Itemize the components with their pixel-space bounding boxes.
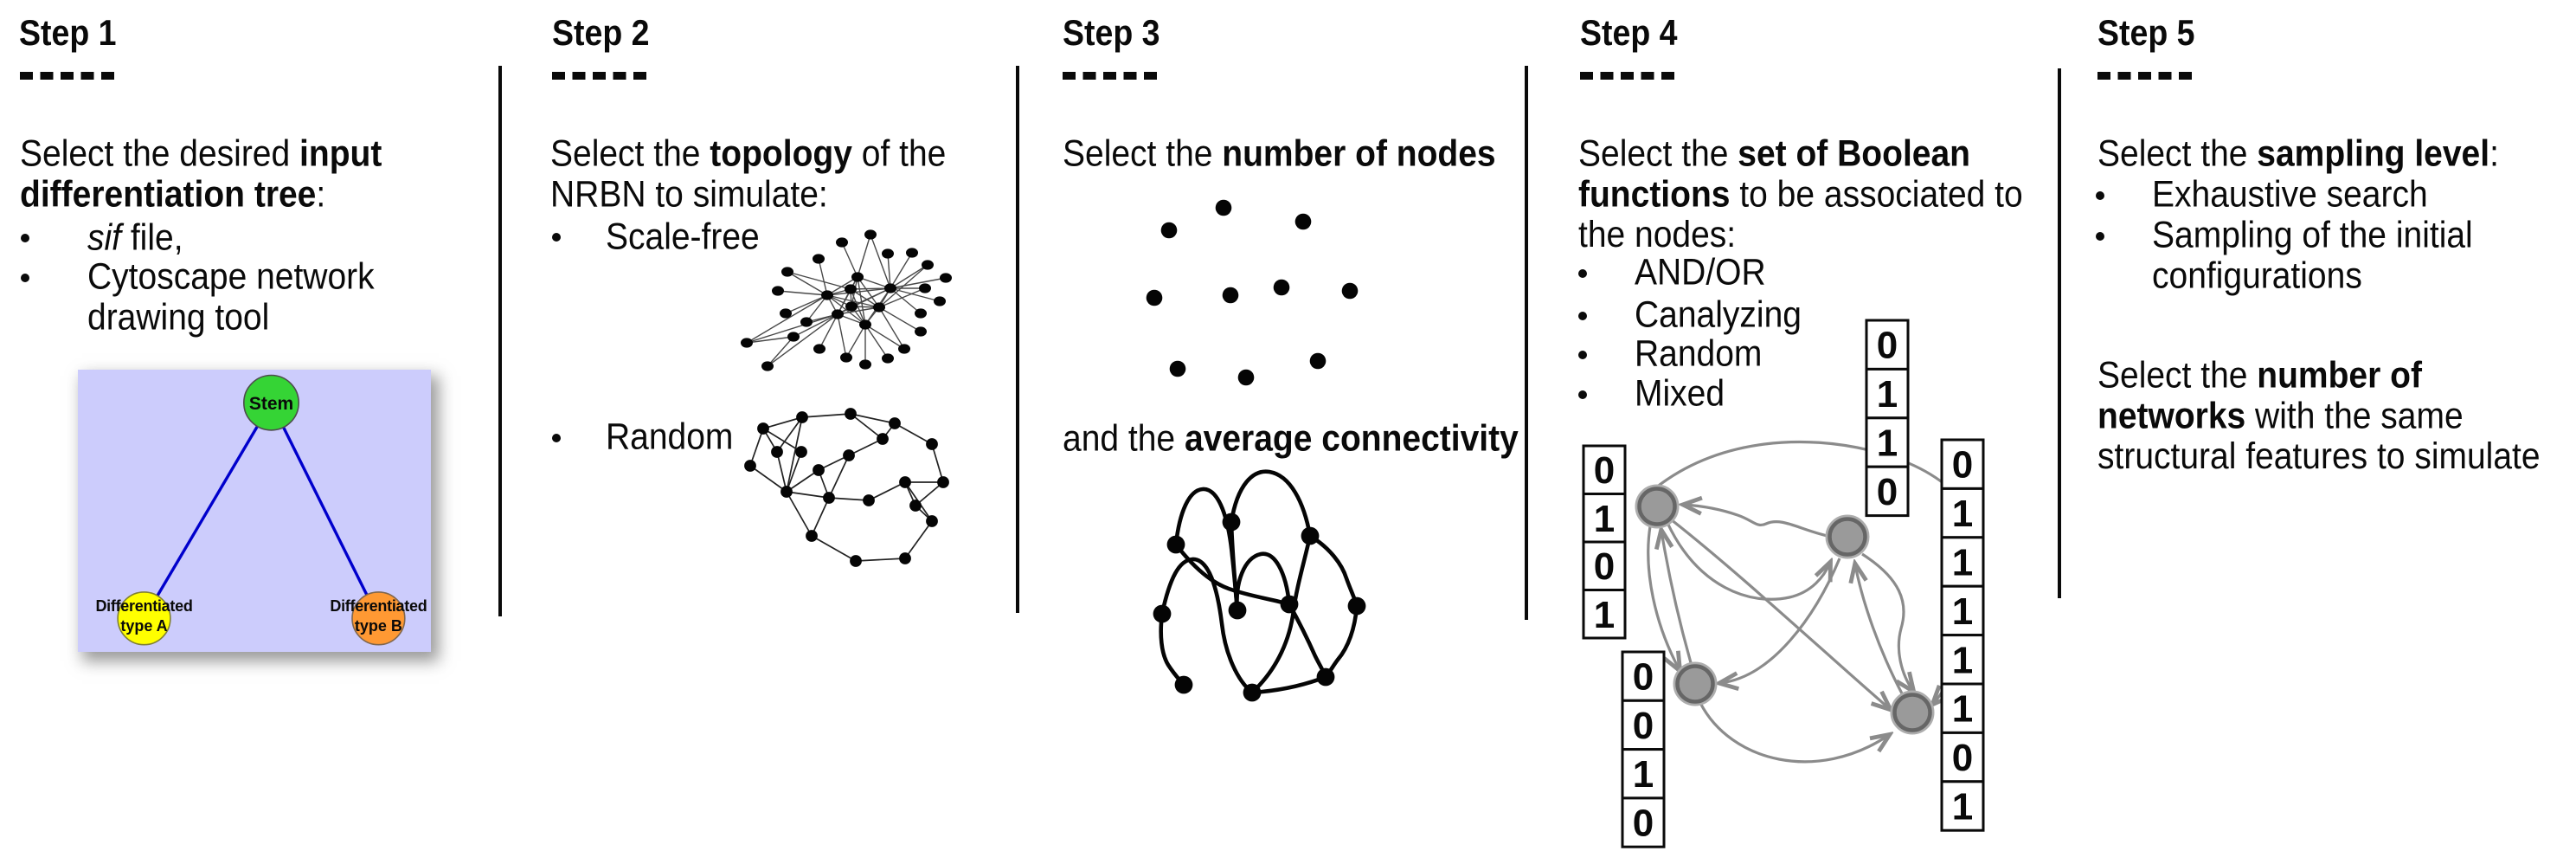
svg-text:0: 0	[1877, 325, 1898, 367]
svg-text:Stem: Stem	[249, 394, 293, 414]
svg-text:1: 1	[1952, 590, 1973, 633]
svg-text:1: 1	[1633, 753, 1654, 796]
svg-text:type A: type A	[120, 617, 167, 635]
svg-text:0: 0	[1594, 449, 1615, 492]
svg-text:0: 0	[1594, 545, 1615, 588]
svg-text:1: 1	[1952, 493, 1973, 535]
svg-text:1: 1	[1952, 688, 1973, 731]
svg-text:Differentiated: Differentiated	[95, 597, 192, 615]
svg-text:0: 0	[1633, 803, 1654, 845]
svg-text:1: 1	[1952, 542, 1973, 584]
svg-text:0: 0	[1952, 444, 1973, 487]
svg-text:Differentiated: Differentiated	[330, 597, 427, 615]
svg-text:0: 0	[1877, 471, 1898, 513]
svg-text:0: 0	[1952, 737, 1973, 779]
svg-text:0: 0	[1633, 656, 1654, 699]
svg-text:1: 1	[1952, 639, 1973, 681]
svg-text:1: 1	[1594, 498, 1615, 540]
svg-text:type B: type B	[355, 617, 402, 635]
svg-text:0: 0	[1633, 705, 1654, 747]
svg-text:1: 1	[1952, 786, 1973, 828]
svg-text:1: 1	[1594, 594, 1615, 636]
svg-text:1: 1	[1877, 373, 1898, 416]
svg-text:1: 1	[1877, 422, 1898, 465]
